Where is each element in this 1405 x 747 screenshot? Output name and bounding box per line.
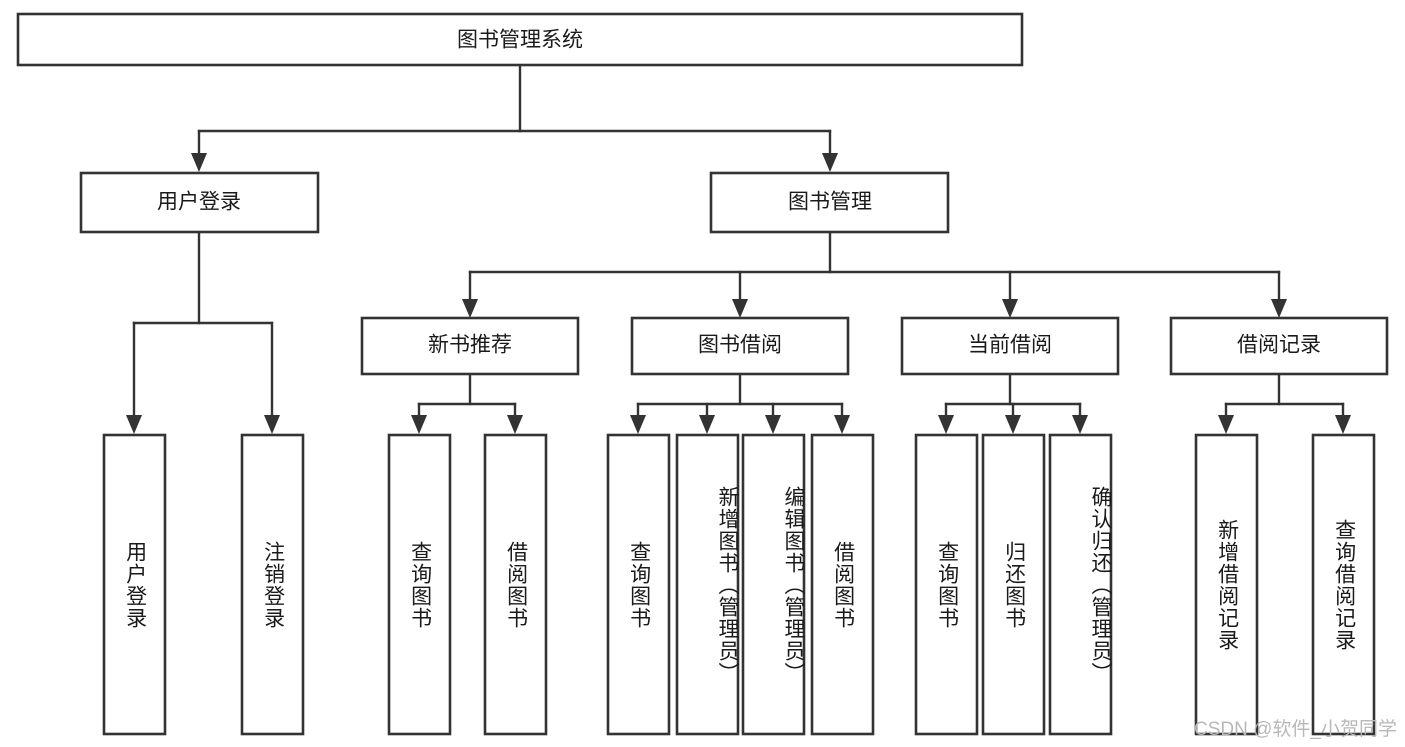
node-box-leaf-query-book-1[interactable]	[387, 433, 452, 736]
connector-group-current-borrow-to-leaves	[938, 372, 1088, 434]
arrow-to-leaf-logout-login	[264, 415, 280, 434]
arrow-to-new-book-recommend	[462, 299, 478, 318]
arrow-to-leaf-add-record	[1218, 415, 1234, 434]
node-label-book-borrow: 图书借阅	[698, 334, 782, 357]
node-box-leaf-logout-login[interactable]	[240, 433, 305, 736]
arrow-to-leaf-borrow-book-1	[507, 415, 523, 434]
node-box-new-book-recommend[interactable]	[360, 316, 580, 376]
arrow-to-leaf-borrow-book-2	[834, 415, 850, 434]
connector-group-root-to-level2	[191, 64, 838, 172]
node-box-leaf-borrow-book-2[interactable]	[810, 433, 875, 736]
watermark-text: CSDN @软件_小贺同学	[1194, 719, 1397, 740]
node-label-new-book-recommend: 新书推荐	[428, 334, 512, 357]
arrow-to-leaf-query-book-1	[411, 415, 427, 434]
connector-group-book-management-to-level3	[462, 231, 1287, 318]
node-box-leaf-confirm-return[interactable]	[1048, 433, 1113, 736]
node-box-leaf-query-book-2[interactable]	[606, 433, 671, 736]
node-box-book-management[interactable]	[709, 171, 950, 234]
arrow-to-leaf-query-record	[1335, 415, 1351, 434]
node-box-leaf-query-book-3[interactable]	[914, 433, 979, 736]
arrow-to-borrow-record	[1271, 299, 1287, 318]
node-box-borrow-record[interactable]	[1169, 316, 1389, 376]
node-box-user-login[interactable]	[79, 171, 320, 234]
node-box-book-borrow[interactable]	[630, 316, 850, 376]
arrow-to-leaf-query-book-2	[630, 415, 646, 434]
arrow-to-leaf-query-book-3	[938, 415, 954, 434]
arrow-to-user-login	[191, 153, 207, 172]
connector-group-book-borrow-to-leaves	[630, 372, 850, 434]
arrow-to-current-borrow	[1002, 299, 1018, 318]
node-box-leaf-add-book[interactable]	[675, 433, 740, 736]
arrow-to-book-borrow	[732, 299, 748, 318]
arrow-to-leaf-add-book	[699, 415, 715, 434]
node-box-leaf-user-login[interactable]	[102, 433, 167, 736]
node-box-root[interactable]	[16, 12, 1024, 67]
node-box-leaf-edit-book[interactable]	[741, 433, 806, 736]
node-box-leaf-return-book[interactable]	[981, 433, 1046, 736]
arrow-to-leaf-user-login	[126, 415, 142, 434]
node-label-borrow-record: 借阅记录	[1237, 334, 1321, 357]
node-box-leaf-query-record[interactable]	[1311, 433, 1376, 736]
node-label-current-borrow: 当前借阅	[968, 334, 1052, 357]
arrow-to-leaf-confirm-return	[1072, 415, 1088, 434]
connector-group-new-book-recommend-to-leaves	[411, 372, 523, 434]
node-box-leaf-add-record[interactable]	[1194, 433, 1259, 736]
arrow-to-leaf-return-book	[1005, 415, 1021, 434]
node-label-book-management: 图书管理	[788, 191, 872, 214]
connector-group-user-login-to-leaves	[126, 231, 280, 434]
node-box-leaf-borrow-book-1[interactable]	[483, 433, 548, 736]
node-label-root: 图书管理系统	[457, 29, 583, 52]
arrow-to-leaf-edit-book	[765, 415, 781, 434]
connector-group-borrow-record-to-leaves	[1218, 372, 1351, 434]
arrow-to-book-management	[822, 153, 838, 172]
node-label-user-login: 用户登录	[157, 191, 241, 214]
node-box-current-borrow[interactable]	[900, 316, 1120, 376]
